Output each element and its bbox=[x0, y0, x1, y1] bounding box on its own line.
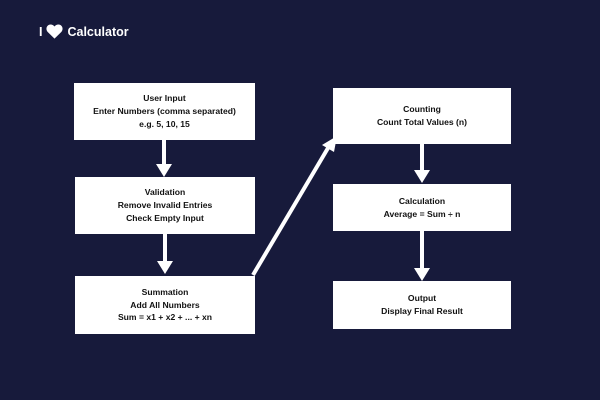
node-title: Output bbox=[407, 293, 437, 304]
node-validation: Validation Remove Invalid Entries Check … bbox=[75, 177, 255, 234]
arrowhead bbox=[414, 268, 430, 281]
node-line: e.g. 5, 10, 15 bbox=[139, 118, 190, 129]
node-line: Add All Numbers bbox=[130, 299, 200, 310]
node-line: Sum = x1 + x2 + ... + xn bbox=[117, 312, 213, 323]
heart-icon bbox=[46, 24, 64, 39]
node-title: Counting bbox=[403, 104, 441, 115]
node-line: Average = Sum ÷ n bbox=[383, 208, 461, 219]
node-summation: Summation Add All Numbers Sum = x1 + x2 … bbox=[75, 276, 255, 334]
node-title: User Input bbox=[143, 93, 186, 104]
node-title: Summation bbox=[141, 286, 189, 297]
node-line: Display Final Result bbox=[381, 306, 463, 316]
node-line: Count Total Values (n) bbox=[376, 117, 468, 127]
node-line: Remove Invalid Entries bbox=[117, 200, 213, 211]
brand-prefix: I bbox=[39, 24, 43, 39]
brand-logo: I Calculator bbox=[39, 24, 129, 39]
node-calculation: Calculation Average = Sum ÷ n bbox=[333, 184, 511, 231]
node-line: Enter Numbers (comma separated) bbox=[93, 106, 236, 117]
node-user-input: User Input Enter Numbers (comma separate… bbox=[74, 83, 255, 140]
arrow-summation-to-counting bbox=[251, 146, 330, 277]
node-counting: Counting Count Total Values (n) bbox=[333, 88, 511, 144]
node-title: Calculation bbox=[398, 195, 446, 206]
arrowhead bbox=[156, 164, 172, 177]
arrowhead bbox=[414, 170, 430, 183]
node-title: Validation bbox=[144, 187, 186, 198]
node-output: Output Display Final Result bbox=[333, 281, 511, 329]
arrowhead bbox=[157, 261, 173, 274]
node-line: Check Empty Input bbox=[126, 212, 204, 223]
brand-name: Calculator bbox=[67, 24, 129, 39]
